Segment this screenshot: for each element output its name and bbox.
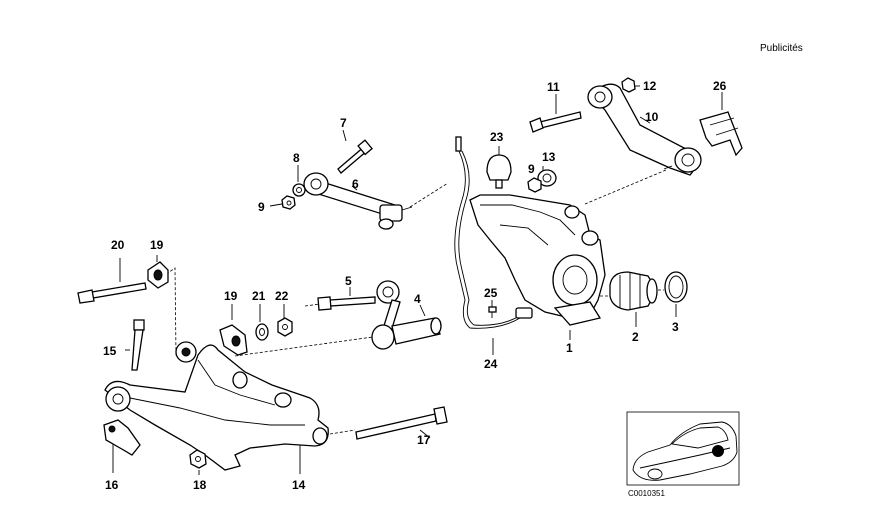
label-part-17: 17 xyxy=(417,433,431,447)
part-3-ring xyxy=(664,271,688,303)
label-part-21: 21 xyxy=(252,289,266,303)
label-part-9-right: 9 xyxy=(528,162,535,176)
part-19-bushing-left xyxy=(147,261,169,289)
part-20-bolt xyxy=(77,282,147,304)
label-part-6: 6 xyxy=(352,177,359,191)
part-8-washer xyxy=(292,183,306,197)
label-part-2: 2 xyxy=(632,330,639,344)
label-part-18: 18 xyxy=(193,478,207,492)
label-part-1: 1 xyxy=(566,341,573,355)
part-7-bolt xyxy=(337,139,373,174)
part-10-upper-control-arm xyxy=(587,83,702,176)
vehicle-reference-thumbnail: C0010351 xyxy=(626,411,740,498)
label-part-4: 4 xyxy=(414,292,421,306)
part-26-clip-bracket xyxy=(699,111,743,157)
part-23-rubber-stop xyxy=(486,154,512,189)
part-18-nut xyxy=(189,449,207,469)
label-part-26: 26 xyxy=(713,79,727,93)
label-part-12: 12 xyxy=(643,79,657,93)
part-1-wheel-carrier xyxy=(469,194,606,326)
label-part-25: 25 xyxy=(484,286,498,300)
label-part-9-left: 9 xyxy=(258,200,265,214)
part-6-link-arm xyxy=(303,172,413,230)
ads-label[interactable]: Publicités xyxy=(760,43,803,54)
label-part-15: 15 xyxy=(103,344,117,358)
part-12-nut xyxy=(621,77,636,93)
label-part-13: 13 xyxy=(542,150,556,164)
rear-axle-marker xyxy=(712,445,724,457)
part-2-drive-flange xyxy=(609,271,658,311)
label-part-11: 11 xyxy=(547,80,560,94)
part-22-nut xyxy=(277,317,293,337)
part-11-bolt xyxy=(529,111,582,133)
part-25-screw xyxy=(488,306,497,318)
part-9-nut-left xyxy=(281,195,296,210)
label-part-23: 23 xyxy=(490,130,504,144)
part-4-toe-link xyxy=(371,280,442,350)
label-part-22: 22 xyxy=(275,289,289,303)
part-14-lower-control-arm xyxy=(104,341,329,471)
part-17-bolt xyxy=(355,406,448,440)
label-part-3: 3 xyxy=(672,320,679,334)
label-part-7: 7 xyxy=(340,116,347,130)
label-part-14: 14 xyxy=(292,478,306,492)
car-outline xyxy=(632,421,738,481)
part-labels: 1 2 3 4 5 6 7 8 9 9 10 11 12 13 14 15 16… xyxy=(103,79,727,492)
label-part-24: 24 xyxy=(484,357,498,371)
label-part-20: 20 xyxy=(111,238,125,252)
reference-code: C0010351 xyxy=(628,489,665,498)
part-15-bolt xyxy=(131,319,145,371)
part-19-bushing-right xyxy=(219,324,248,356)
label-part-10: 10 xyxy=(645,110,659,124)
label-part-8: 8 xyxy=(293,151,300,165)
label-part-19-left: 19 xyxy=(150,238,164,252)
label-part-16: 16 xyxy=(105,478,119,492)
part-24-sensor-cable xyxy=(454,136,533,329)
part-13-bushing xyxy=(537,169,557,187)
part-21-washer xyxy=(255,323,269,341)
part-9-nut-right xyxy=(527,177,542,193)
label-part-5: 5 xyxy=(345,274,352,288)
part-5-bolt xyxy=(317,296,376,311)
part-16-bracket xyxy=(103,419,141,456)
label-part-19-right: 19 xyxy=(224,289,238,303)
